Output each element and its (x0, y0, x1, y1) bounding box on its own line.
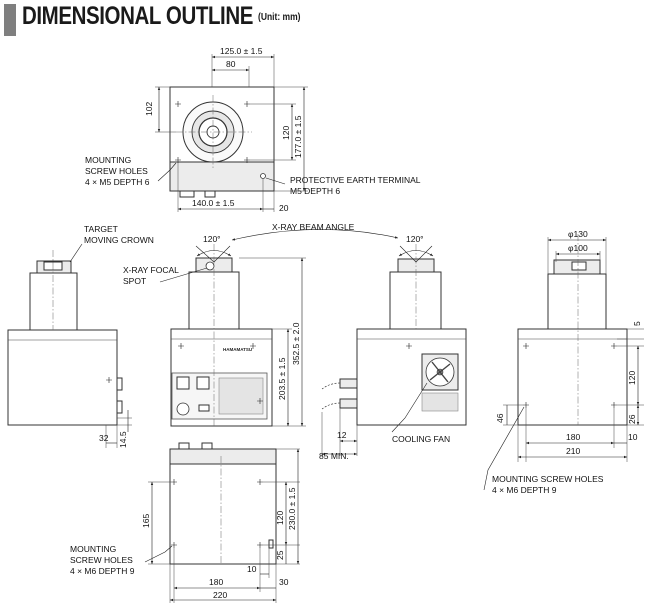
bottom-foot-left (178, 442, 190, 450)
dim-side-10: 10 (628, 432, 638, 442)
far-right-body (517, 328, 628, 426)
note-bottom-mount-1: MOUNTING (70, 544, 116, 554)
dim-top-80: 80 (226, 59, 236, 69)
bottom-view: 165 120 25 230.0 ± 1.5 10 180 30 220 MOU… (70, 442, 300, 603)
dim-side-210: 210 (566, 446, 580, 456)
dim-front-203: 203.5 ± 1.5 (277, 357, 287, 400)
note-target-2: MOVING CROWN (84, 235, 154, 245)
far-right-crown-cap (571, 261, 587, 271)
dim-bottom-230: 230.0 ± 1.5 (287, 487, 297, 530)
right-vent-grille (421, 392, 459, 412)
dim-top-width: 125.0 ± 1.5 (220, 46, 263, 56)
left-view-neck (29, 272, 78, 331)
dim-bottom-10: 10 (247, 564, 257, 574)
earth-terminal (260, 173, 266, 179)
dim-right-12: 12 (337, 430, 347, 440)
note-top-mount-3: 4 × M5 DEPTH 6 (85, 177, 150, 187)
left-view-connector-1 (116, 377, 123, 391)
brand-label: HAMAMATSU (223, 347, 252, 352)
top-view-screw-holes (175, 101, 250, 163)
dim-bottom-180: 180 (209, 577, 223, 587)
header: DIMENSIONAL OUTLINE (Unit: mm) (0, 0, 650, 40)
front-connector-b (196, 376, 210, 390)
dim-side-26: 26 (627, 414, 637, 424)
top-view-lower-face (169, 161, 275, 192)
dim-angle-left: 120° (203, 234, 221, 244)
page-title: DIMENSIONAL OUTLINE (22, 2, 254, 30)
dim-side-180: 180 (566, 432, 580, 442)
note-beam-angle: X-RAY BEAM ANGLE (272, 222, 355, 232)
front-port (198, 404, 210, 412)
left-side-view: 32 14.5 TARGET MOVING CROWN (7, 224, 154, 448)
dim-top-102: 102 (144, 102, 154, 116)
front-round-connector (176, 402, 190, 416)
dim-side-120: 120 (627, 371, 637, 385)
dim-top-20: 20 (279, 203, 289, 213)
note-side-mount-2: 4 × M6 DEPTH 9 (492, 485, 557, 495)
top-view-foot-left (179, 190, 195, 198)
note-target-1: TARGET (84, 224, 118, 234)
note-earth-1: PROTECTIVE EARTH TERMINAL (290, 175, 421, 185)
dim-right-85: 85 MIN. (319, 451, 349, 461)
front-vent-grille (218, 377, 264, 415)
note-top-mount-2: SCREW HOLES (85, 166, 148, 176)
unit-label: (Unit: mm) (258, 12, 301, 23)
cable-plugs (321, 378, 358, 410)
far-right-view: φ130 φ100 5 120 26 46 180 10 210 MOUNTIN… (483, 229, 644, 495)
dim-top-120: 120 (281, 126, 291, 140)
title-accent-bar (4, 4, 16, 36)
dim-left-14: 14.5 (118, 431, 128, 448)
bottom-foot-right (201, 442, 213, 450)
note-earth-2: M5 DEPTH 6 (290, 186, 340, 196)
dim-bottom-220: 220 (213, 590, 227, 600)
note-top-mount-1: MOUNTING (85, 155, 131, 165)
far-right-neck (547, 273, 607, 330)
dim-bottom-120: 120 (275, 511, 285, 525)
right-view-neck (389, 271, 442, 330)
note-bottom-mount-2: SCREW HOLES (70, 555, 133, 565)
dim-bottom-30: 30 (279, 577, 289, 587)
note-cooling-fan: COOLING FAN (392, 434, 450, 444)
note-focal-1: X-RAY FOCAL (123, 265, 179, 275)
note-side-mount-1: MOUNTING SCREW HOLES (492, 474, 604, 484)
dim-top-140: 140.0 ± 1.5 (192, 198, 235, 208)
dim-bottom-165: 165 (141, 514, 151, 528)
dim-side-100: φ100 (568, 243, 588, 253)
dim-side-5: 5 (632, 321, 642, 326)
dim-bottom-25: 25 (275, 550, 285, 560)
front-view: HAMAMATSU 120° 352.5 ± 2.0 203.5 ± 1.5 X… (123, 222, 399, 427)
top-view-foot-mid (204, 190, 216, 198)
note-focal-2: SPOT (123, 276, 146, 286)
note-bottom-mount-3: 4 × M6 DEPTH 9 (70, 566, 135, 576)
bottom-view-body (169, 463, 277, 565)
front-connector-a (176, 376, 190, 390)
dim-left-32: 32 (99, 433, 109, 443)
left-view-connector-2 (116, 400, 123, 414)
dim-angle-right: 120° (406, 234, 424, 244)
dim-front-352: 352.5 ± 2.0 (291, 322, 301, 365)
dim-top-177: 177.0 ± 1.5 (293, 115, 303, 158)
dim-side-46: 46 (495, 413, 505, 423)
dim-side-130: φ130 (568, 229, 588, 239)
left-view-body (7, 329, 118, 426)
focal-spot-window (205, 261, 215, 271)
right-side-view: 120° 12 85 MIN. COOLING FAN (319, 234, 467, 461)
top-view: 125.0 ± 1.5 80 102 120 177.0 ± 1.5 140.0… (85, 46, 421, 213)
bottom-view-top-face (169, 448, 277, 465)
